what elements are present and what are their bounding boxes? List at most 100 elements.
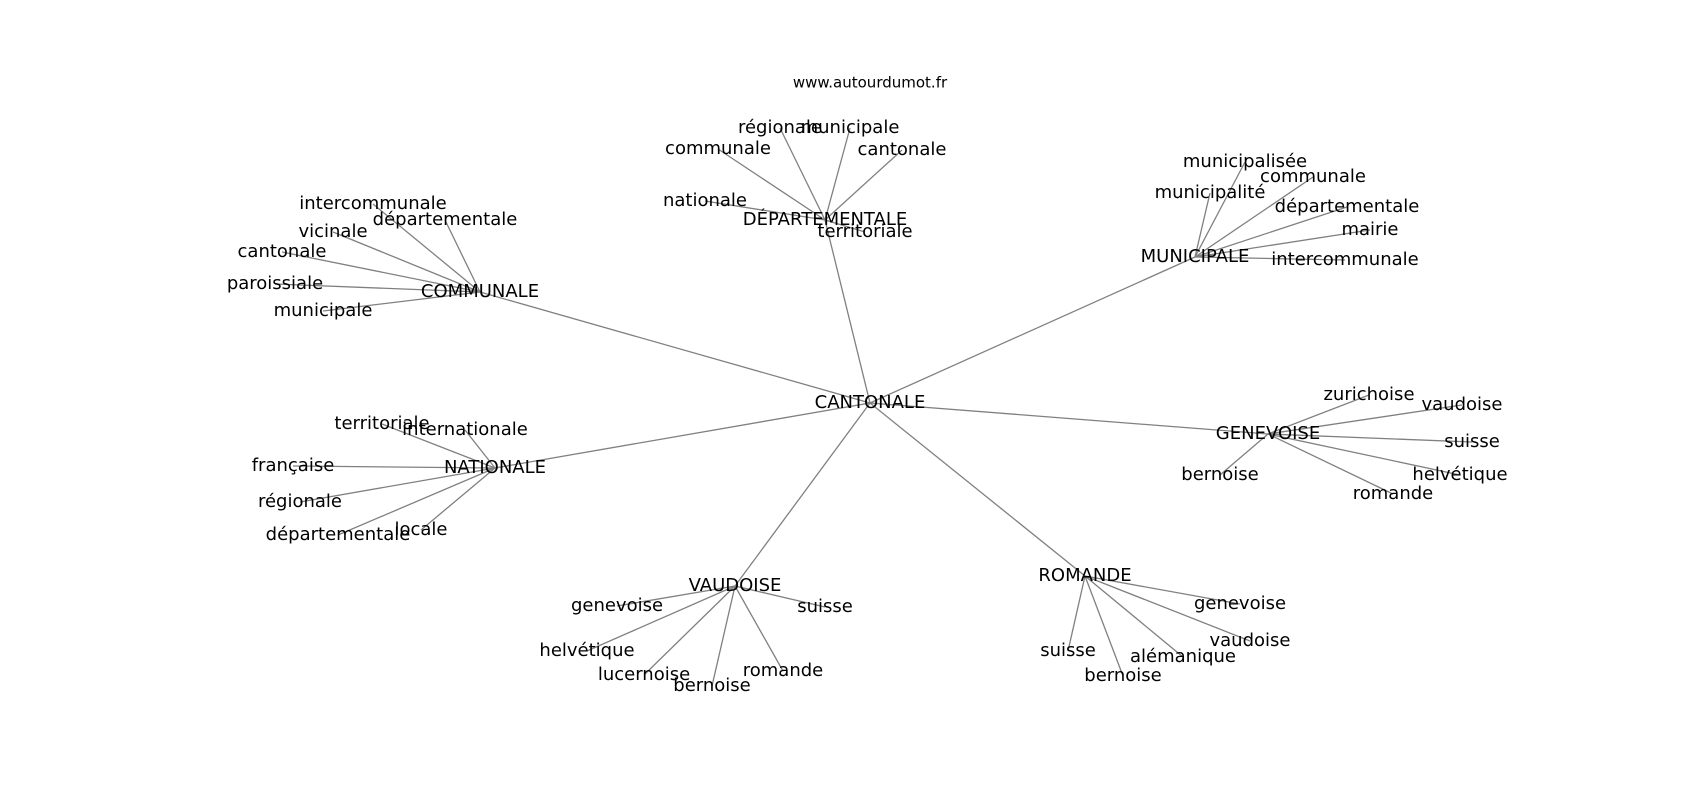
leaf-label-communale-3[interactable]: cantonale <box>238 241 327 262</box>
hub-label-communale[interactable]: COMMUNALE <box>421 281 539 302</box>
edge-municipale-leaf-5 <box>1194 256 1346 261</box>
leaf-label-nationale-4[interactable]: départementale <box>266 524 411 545</box>
edge-vaudoise-leaf-5 <box>734 585 784 672</box>
leaf-label-municipale-4[interactable]: mairie <box>1341 219 1398 240</box>
leaf-label-nationale-0[interactable]: territoriale <box>334 413 429 434</box>
leaf-label-romande-4[interactable]: bernoise <box>1084 665 1161 686</box>
leaf-label-municipale-1[interactable]: communale <box>1260 166 1366 187</box>
leaf-label-communale-0[interactable]: intercommunale <box>299 193 446 214</box>
edge-municipale-leaf-3 <box>1194 206 1348 258</box>
leaf-label-nationale-1[interactable]: internationale <box>402 419 528 440</box>
edge-nationale-leaf-5 <box>420 467 496 531</box>
edge-communale-leaf-3 <box>281 251 481 293</box>
leaf-label-departementale-5[interactable]: territoriale <box>817 221 912 242</box>
leaf-label-vaudoise-2[interactable]: helvétique <box>539 640 634 661</box>
leaf-label-nationale-2[interactable]: française <box>252 455 335 476</box>
center-label[interactable]: CANTONALE <box>815 392 926 413</box>
leaf-label-vaudoise-3[interactable]: lucernoise <box>598 664 690 685</box>
leaf-label-departementale-0[interactable]: régionale <box>738 117 822 138</box>
edge-genevoise-leaf-4 <box>1267 433 1461 476</box>
edge-genevoise-leaf-0 <box>1267 394 1370 435</box>
leaf-label-vaudoise-1[interactable]: suisse <box>797 596 853 617</box>
leaf-label-genevoise-4[interactable]: helvétique <box>1412 464 1507 485</box>
leaf-label-communale-4[interactable]: paroissiale <box>227 273 323 294</box>
edge-romande-leaf-4 <box>1084 575 1124 677</box>
leaf-label-vaudoise-0[interactable]: genevoise <box>571 595 663 616</box>
leaf-label-genevoise-5[interactable]: romande <box>1353 483 1434 504</box>
leaf-label-vaudoise-5[interactable]: romande <box>743 660 824 681</box>
edge-center-vaudoise <box>734 402 871 587</box>
leaf-label-nationale-3[interactable]: régionale <box>258 491 342 512</box>
hub-label-romande[interactable]: ROMANDE <box>1038 565 1131 586</box>
edge-center-genevoise <box>869 402 1269 435</box>
leaf-label-municipale-2[interactable]: municipalité <box>1155 182 1266 203</box>
edge-departementale-leaf-3 <box>824 149 903 221</box>
edge-municipale-leaf-0 <box>1194 161 1246 258</box>
leaf-label-departementale-4[interactable]: nationale <box>663 190 747 211</box>
edge-romande-leaf-1 <box>1084 575 1251 642</box>
leaf-label-genevoise-0[interactable]: zurichoise <box>1323 384 1414 405</box>
leaf-label-departementale-2[interactable]: communale <box>665 138 771 159</box>
edge-nationale-leaf-2 <box>292 465 496 469</box>
edge-communale-leaf-1 <box>444 219 481 293</box>
leaf-label-genevoise-1[interactable]: vaudoise <box>1422 394 1503 415</box>
leaf-label-romande-1[interactable]: vaudoise <box>1210 630 1291 651</box>
edge-genevoise-leaf-1 <box>1267 404 1463 435</box>
edge-center-municipale <box>869 256 1196 404</box>
graph-edges <box>274 127 1473 687</box>
edge-departementale-leaf-1 <box>824 127 851 221</box>
edge-vaudoise-leaf-4 <box>711 585 736 687</box>
edge-municipale-leaf-2 <box>1194 192 1211 258</box>
leaf-label-genevoise-3[interactable]: bernoise <box>1181 464 1258 485</box>
edge-municipale-leaf-1 <box>1194 176 1314 258</box>
leaf-label-vaudoise-4[interactable]: bernoise <box>673 675 750 696</box>
edge-departementale-leaf-4 <box>704 200 826 221</box>
leaf-label-municipale-5[interactable]: intercommunale <box>1271 249 1418 270</box>
leaf-label-communale-5[interactable]: municipale <box>274 300 373 321</box>
edge-communale-leaf-0 <box>372 203 481 293</box>
edge-romande-leaf-2 <box>1067 575 1086 652</box>
edge-center-nationale <box>494 402 871 469</box>
leaf-label-romande-0[interactable]: genevoise <box>1194 593 1286 614</box>
leaf-label-municipale-0[interactable]: municipalisée <box>1183 151 1307 172</box>
edge-communale-leaf-4 <box>274 283 481 293</box>
leaf-label-departementale-1[interactable]: municipale <box>801 117 900 138</box>
site-watermark[interactable]: www.autourdumot.fr <box>793 74 948 92</box>
leaf-label-communale-1[interactable]: départementale <box>373 209 518 230</box>
edge-center-departementale <box>824 219 871 404</box>
leaf-label-departementale-3[interactable]: cantonale <box>858 139 947 160</box>
leaf-label-communale-2[interactable]: vicinale <box>298 221 367 242</box>
edge-nationale-leaf-0 <box>381 423 496 469</box>
edge-genevoise-leaf-5 <box>1267 433 1394 495</box>
edge-center-romande <box>869 402 1086 577</box>
leaf-label-romande-3[interactable]: alémanique <box>1130 646 1236 667</box>
hub-label-nationale[interactable]: NATIONALE <box>444 457 546 478</box>
edge-romande-leaf-3 <box>1084 575 1184 658</box>
edge-departementale-leaf-0 <box>779 127 826 221</box>
hub-label-vaudoise[interactable]: VAUDOISE <box>689 575 782 596</box>
leaf-label-romande-2[interactable]: suisse <box>1040 640 1096 661</box>
edge-departementale-leaf-5 <box>824 219 866 233</box>
leaf-label-genevoise-2[interactable]: suisse <box>1444 431 1500 452</box>
edge-genevoise-leaf-2 <box>1267 433 1473 443</box>
edge-nationale-leaf-1 <box>464 429 496 469</box>
edge-nationale-leaf-4 <box>337 467 496 536</box>
edge-nationale-leaf-3 <box>299 467 496 503</box>
edge-communale-leaf-5 <box>322 291 481 312</box>
edge-municipale-leaf-4 <box>1194 229 1371 258</box>
graph-labels: www.autourdumot.fr régionalemunicipaleco… <box>227 74 1508 697</box>
hub-label-genevoise[interactable]: GENEVOISE <box>1216 423 1320 444</box>
hub-label-departementale[interactable]: DÉPARTEMENTALE <box>743 208 908 230</box>
edge-vaudoise-leaf-1 <box>734 585 826 608</box>
edge-departementale-leaf-2 <box>717 148 826 221</box>
edge-communale-leaf-2 <box>332 231 481 293</box>
edge-genevoise-leaf-3 <box>1219 433 1269 476</box>
leaf-label-nationale-5[interactable]: locale <box>394 519 447 540</box>
edge-romande-leaf-0 <box>1084 575 1241 605</box>
hub-label-municipale[interactable]: MUNICIPALE <box>1141 246 1250 267</box>
edge-vaudoise-leaf-3 <box>643 585 736 676</box>
edge-vaudoise-leaf-2 <box>586 585 736 652</box>
edge-vaudoise-leaf-0 <box>616 585 736 607</box>
leaf-label-municipale-3[interactable]: départementale <box>1275 196 1420 217</box>
